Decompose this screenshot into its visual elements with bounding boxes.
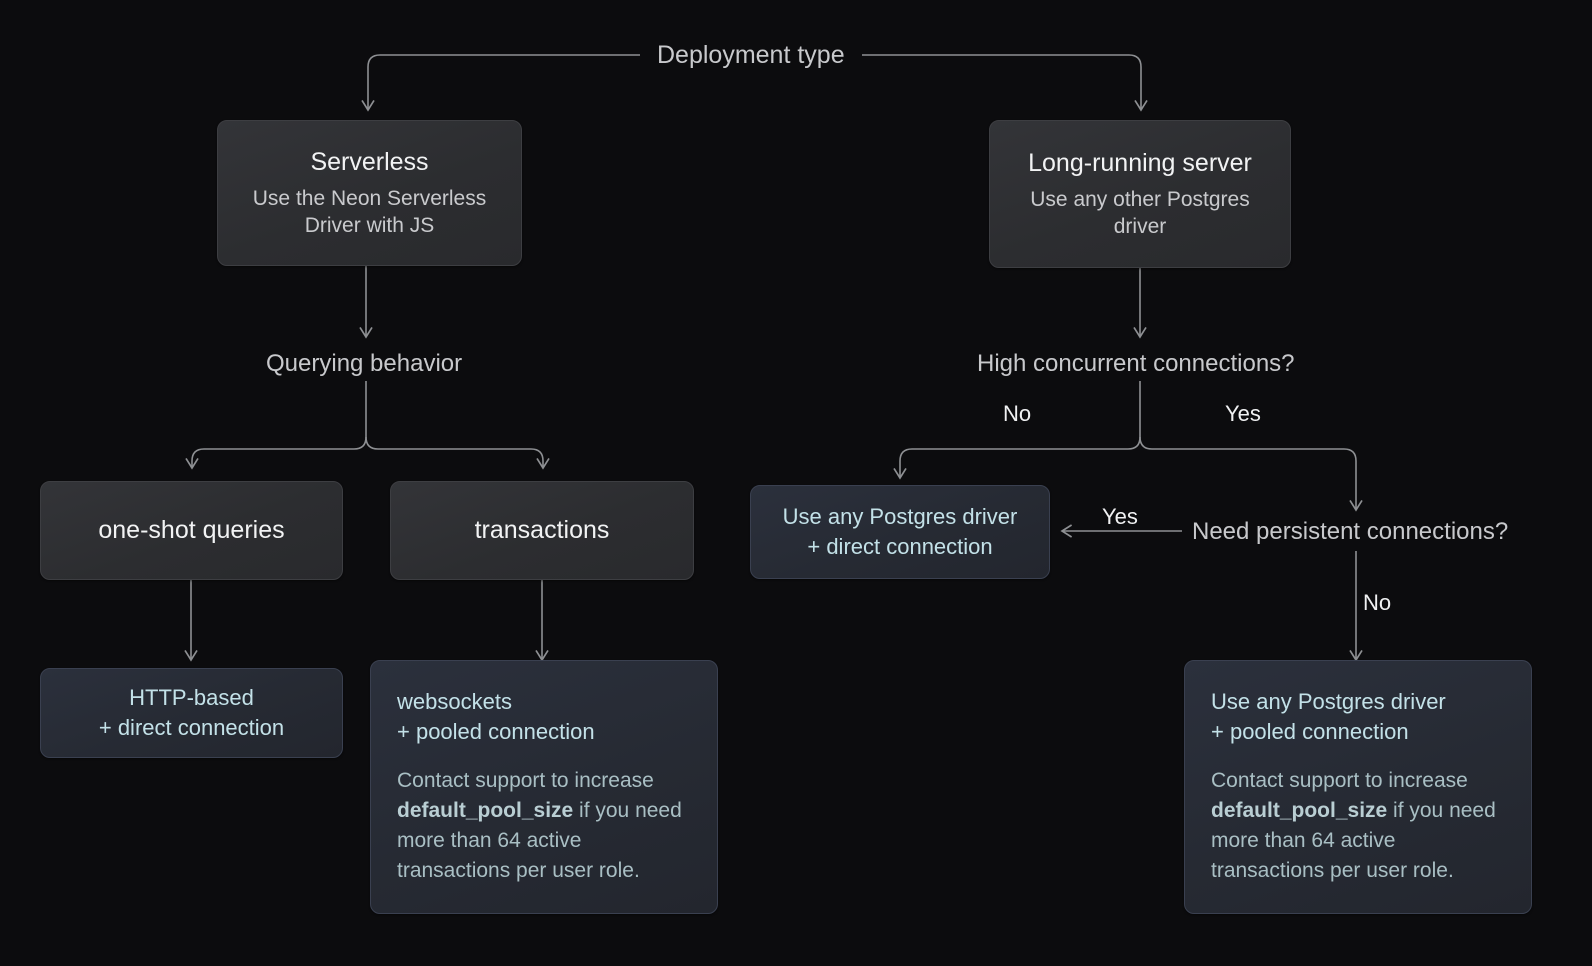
edge-label-persistent-no: No: [1363, 590, 1392, 615]
node-pg-driver-direct-connection[interactable]: Use any Postgres driver + direct connect…: [750, 485, 1050, 579]
node-websockets-body-before: Contact support to increase: [397, 769, 654, 793]
decision-need-persistent-connections: Need persistent connections?: [1192, 518, 1509, 545]
node-transactions-title: transactions: [474, 515, 610, 544]
node-websockets-body-after: if you need more than 64 active transact…: [397, 799, 682, 882]
node-pg-driver-pooled-connection[interactable]: Use any Postgres driver + pooled connect…: [1184, 660, 1532, 914]
node-long-running-title: Long-running server: [1028, 148, 1252, 177]
node-pg-driver-direct-head: Use any Postgres driver + direct connect…: [782, 504, 1018, 559]
edge-label-concurrent-yes: Yes: [1225, 401, 1261, 426]
node-pg-pooled-body-before: Contact support to increase: [1211, 769, 1468, 793]
diagram-title: Deployment type: [657, 41, 845, 69]
node-one-shot-queries-title: one-shot queries: [98, 515, 285, 544]
decision-high-concurrent-connections: High concurrent connections?: [977, 350, 1295, 377]
node-websockets-pooled-connection[interactable]: websockets + pooled connection Contact s…: [370, 660, 718, 914]
node-serverless[interactable]: Serverless Use the Neon Serverless Drive…: [217, 120, 522, 266]
node-serverless-subtitle: Use the Neon Serverless Driver with JS: [252, 186, 487, 238]
node-http-based-head: HTTP-based + direct connection: [98, 685, 285, 740]
node-pg-pooled-body-after: if you need more than 64 active transact…: [1211, 799, 1496, 882]
node-websockets-code: default_pool_size: [397, 799, 574, 823]
node-transactions[interactable]: transactions: [390, 481, 694, 580]
node-websockets-body: Contact support to increase default_pool…: [397, 766, 691, 885]
edge-label-persistent-yes: Yes: [1102, 504, 1138, 529]
edge-label-concurrent-no: No: [1003, 401, 1032, 426]
decision-querying-behavior: Querying behavior: [266, 350, 463, 377]
node-one-shot-queries[interactable]: one-shot queries: [40, 481, 343, 580]
node-long-running-server[interactable]: Long-running server Use any other Postgr…: [989, 120, 1291, 268]
node-pg-pooled-head: Use any Postgres driver + pooled connect…: [1211, 689, 1446, 744]
node-websockets-head: websockets + pooled connection: [397, 689, 595, 744]
node-serverless-title: Serverless: [310, 147, 429, 176]
node-http-based-direct-connection[interactable]: HTTP-based + direct connection: [40, 668, 343, 758]
node-pg-pooled-code: default_pool_size: [1211, 799, 1388, 823]
node-long-running-subtitle: Use any other Postgres driver: [1030, 187, 1250, 239]
node-pg-pooled-body: Contact support to increase default_pool…: [1211, 766, 1505, 885]
